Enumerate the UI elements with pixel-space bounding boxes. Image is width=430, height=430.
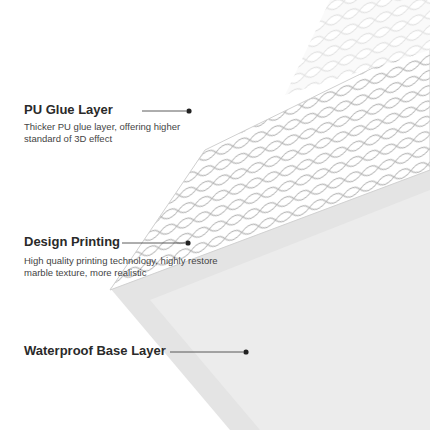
layer-name: Waterproof Base Layer bbox=[24, 343, 224, 358]
leader-dot bbox=[186, 108, 191, 113]
leader-line bbox=[170, 352, 243, 353]
leader-dot bbox=[243, 349, 248, 354]
leader-dot bbox=[185, 240, 190, 245]
glue-layer bbox=[285, 0, 430, 95]
layer-description: High quality printing technology, highly… bbox=[24, 255, 224, 279]
layer-name: PU Glue Layer bbox=[24, 102, 224, 117]
layer-name: Design Printing bbox=[24, 234, 224, 249]
leader-line bbox=[122, 243, 185, 244]
leader-line bbox=[142, 111, 186, 112]
design-layer bbox=[110, 40, 430, 290]
layer-description: Thicker PU glue layer, offering higher s… bbox=[24, 121, 204, 145]
